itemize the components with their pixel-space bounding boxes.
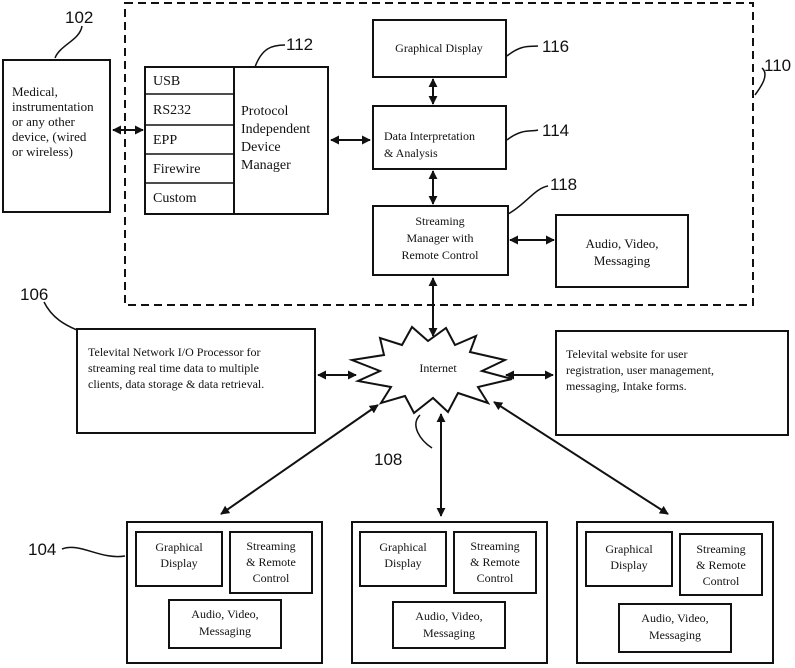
client-1-av-line-1: Audio, Video,: [191, 607, 258, 621]
client-1-graphical-line-1: Graphical: [155, 540, 203, 554]
ref-116: 116: [542, 37, 569, 56]
manager-line-2: Independent: [241, 122, 310, 137]
arrow-internet-to-client-3: [494, 402, 668, 514]
client-2-av-line-2: Messaging: [423, 626, 475, 640]
ref-110: 110: [764, 56, 791, 75]
website-line-2: registration, user management,: [566, 363, 714, 377]
device-line-2: instrumentation: [12, 99, 94, 114]
client-3-graphical-line-1: Graphical: [605, 542, 653, 556]
device-line-5: or wireless): [12, 144, 73, 159]
streaming-manager-line-3: Remote Control: [402, 248, 480, 262]
device-line-3: or any other: [12, 114, 75, 129]
ref-118: 118: [550, 175, 577, 194]
client-2: Graphical Display Streaming & Remote Con…: [352, 522, 547, 663]
client-1-streaming-line-1: Streaming: [246, 539, 295, 553]
website-line-3: messaging, Intake forms.: [566, 379, 687, 393]
client-1-streaming-line-2: & Remote: [246, 555, 296, 569]
data-interpretation-box: Data Interpretation & Analysis: [373, 106, 506, 169]
protocol-rs232: RS232: [153, 103, 191, 118]
ref-106: 106: [20, 285, 48, 304]
protocol-firewire: Firewire: [153, 162, 200, 177]
streaming-manager-line-1: Streaming: [415, 214, 464, 228]
device-box: Medical, instrumentation or any other de…: [3, 60, 110, 212]
ref-102: 102: [65, 8, 93, 27]
website-line-1: Televital website for user: [566, 347, 687, 361]
device-line-4: device, (wired: [12, 129, 87, 144]
client-2-streaming-line-3: Control: [477, 571, 514, 585]
leader-114: [507, 130, 538, 140]
streaming-manager-line-2: Manager with: [407, 231, 474, 245]
audio-video-line-1: Audio, Video,: [585, 236, 658, 251]
network-processor-line-2: streaming real time data to multiple: [88, 361, 259, 375]
client-3-av-line-1: Audio, Video,: [641, 611, 708, 625]
internet-label: Internet: [419, 361, 457, 375]
ref-112: 112: [286, 35, 313, 54]
website-box: Televital website for user registration,…: [556, 331, 788, 435]
manager-line-4: Manager: [241, 158, 291, 173]
client-3-av-line-2: Messaging: [649, 628, 701, 642]
manager-line-1: Protocol: [241, 104, 289, 119]
client-2-av-line-1: Audio, Video,: [415, 609, 482, 623]
leader-106: [44, 302, 77, 330]
streaming-manager-box: Streaming Manager with Remote Control: [373, 206, 508, 275]
client-3-streaming-line-2: & Remote: [696, 558, 746, 572]
client-1-av-line-2: Messaging: [199, 624, 251, 638]
data-interpretation-line-1: Data Interpretation: [384, 129, 475, 143]
network-processor-box: Televital Network I/O Processor for stre…: [77, 329, 315, 433]
network-processor-line-3: clients, data storage & data retrieval.: [88, 377, 264, 391]
graphical-display-label: Graphical Display: [395, 41, 483, 55]
leader-112: [255, 45, 285, 67]
protocol-epp: EPP: [153, 133, 177, 148]
audio-video-line-2: Messaging: [594, 253, 651, 268]
client-3-streaming-line-1: Streaming: [696, 542, 745, 556]
leader-102: [55, 26, 82, 58]
client-3-streaming-line-3: Control: [703, 574, 740, 588]
internet-cloud: Internet: [352, 327, 512, 413]
protocol-usb: USB: [153, 74, 180, 89]
leader-108: [416, 415, 432, 448]
client-1-streaming-line-3: Control: [253, 571, 290, 585]
client-2-graphical-line-2: Display: [384, 556, 421, 570]
ref-114: 114: [542, 121, 569, 140]
client-2-streaming-line-1: Streaming: [470, 539, 519, 553]
ref-108: 108: [374, 450, 402, 469]
client-3: Graphical Display Streaming & Remote Con…: [577, 522, 773, 663]
client-3-graphical-line-2: Display: [610, 558, 647, 572]
leader-116: [507, 46, 538, 56]
manager-line-3: Device: [241, 140, 281, 155]
graphical-display-box: Graphical Display: [373, 20, 506, 77]
protocol-custom: Custom: [153, 191, 197, 206]
device-line-1: Medical,: [12, 84, 58, 99]
protocol-manager-box: USB RS232 EPP Firewire Custom Protocol I…: [145, 67, 328, 214]
client-2-graphical-line-1: Graphical: [379, 540, 427, 554]
leader-118: [508, 186, 548, 214]
data-interpretation-line-2: & Analysis: [384, 146, 438, 160]
arrow-internet-to-client-1: [221, 405, 378, 514]
network-processor-line-1: Televital Network I/O Processor for: [88, 345, 260, 359]
client-1-graphical-line-2: Display: [160, 556, 197, 570]
audio-video-box: Audio, Video, Messaging: [556, 215, 688, 287]
ref-104: 104: [28, 540, 56, 559]
client-2-streaming-line-2: & Remote: [470, 555, 520, 569]
leader-104: [62, 547, 125, 556]
client-1: Graphical Display Streaming & Remote Con…: [127, 522, 322, 663]
